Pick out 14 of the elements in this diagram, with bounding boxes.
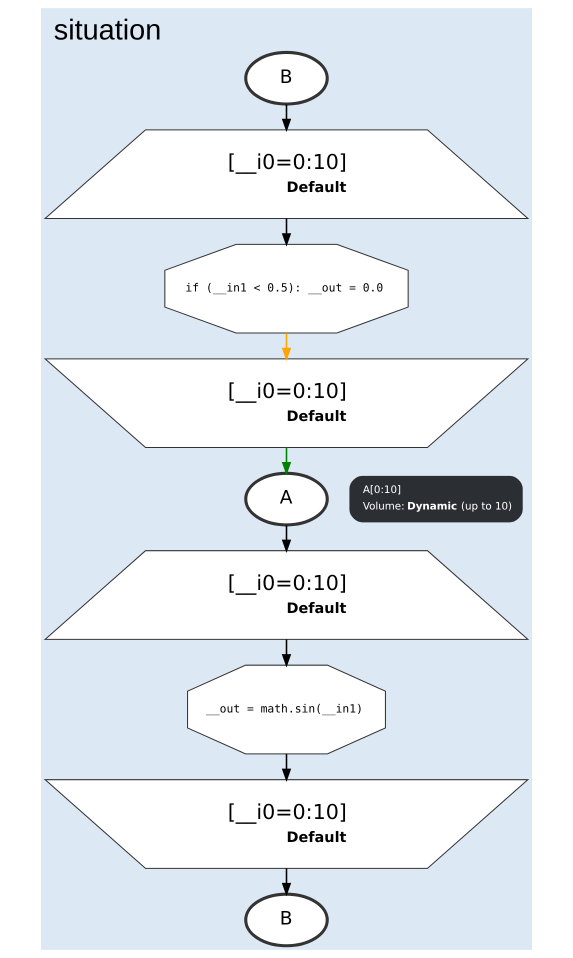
label: Volume: Dynamic (up to 10): [362, 500, 512, 512]
diagram-title: situation: [54, 14, 162, 46]
arrow: [282, 754, 292, 782]
arrow: [282, 640, 292, 668]
node-ellipse: B: [244, 892, 329, 948]
arrow: [282, 104, 292, 132]
node-ellipse: B: [244, 50, 329, 106]
arrow: [282, 525, 292, 553]
node-ellipse: A: [244, 472, 329, 526]
label: A[0:10]: [362, 484, 402, 496]
arrow: [282, 218, 292, 247]
arrow: [282, 448, 292, 476]
arrow: [282, 333, 292, 362]
arrow: [282, 868, 292, 896]
